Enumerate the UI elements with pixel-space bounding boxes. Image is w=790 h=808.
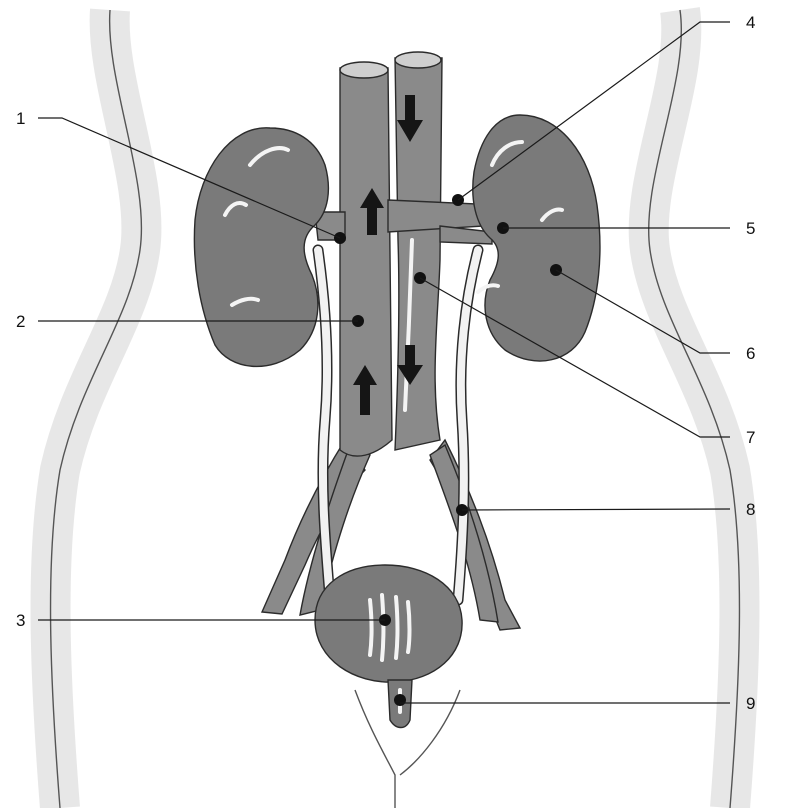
aorta	[395, 52, 442, 450]
label-5: 5	[746, 219, 755, 238]
label-6: 6	[746, 344, 755, 363]
label-2: 2	[16, 312, 25, 331]
label-3: 3	[16, 611, 25, 630]
label-4: 4	[746, 13, 755, 32]
dot-9	[394, 694, 406, 706]
label-1: 1	[16, 109, 25, 128]
label-9: 9	[746, 694, 755, 713]
label-7: 7	[746, 428, 755, 447]
left-kidney	[473, 115, 600, 361]
right-kidney	[194, 128, 328, 367]
label-8: 8	[746, 500, 755, 519]
leader-8	[462, 509, 730, 510]
